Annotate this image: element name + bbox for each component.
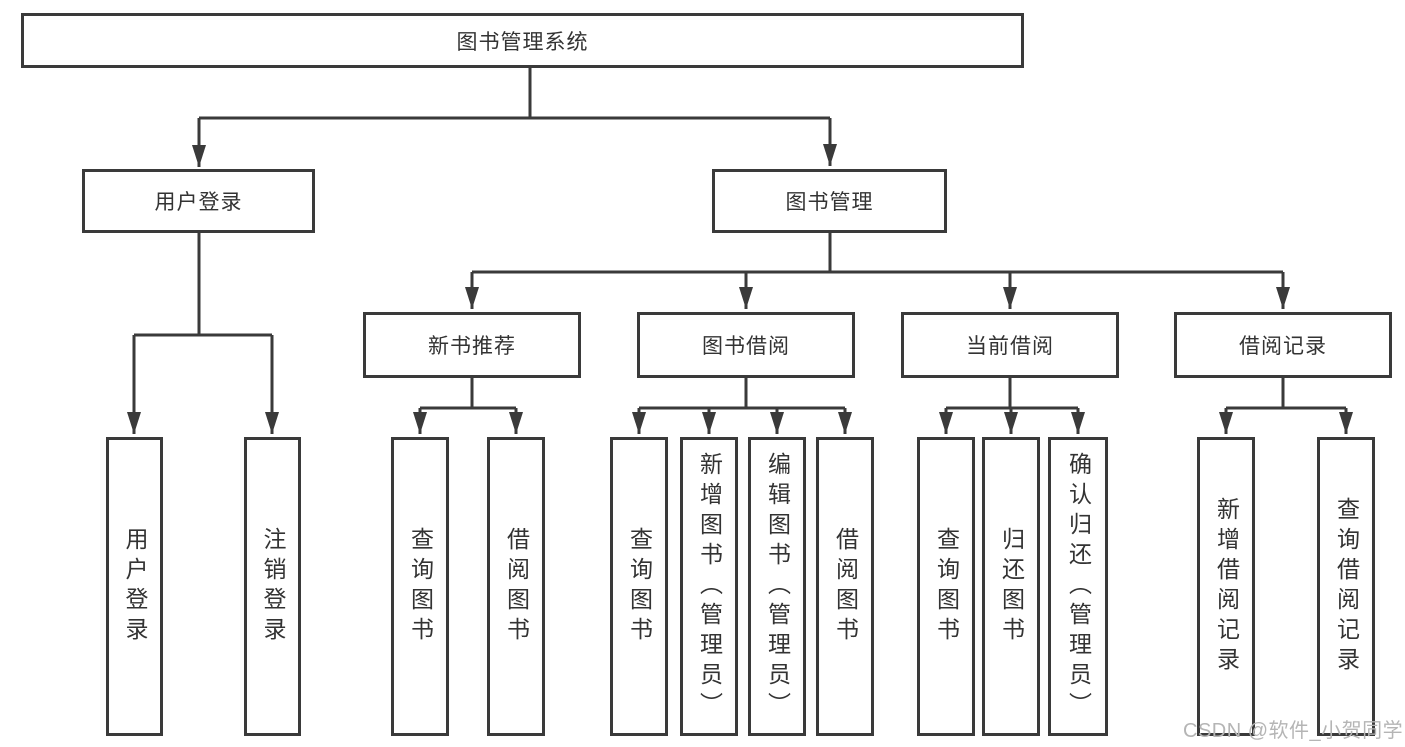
node-current-borrowing-label: 当前借阅 <box>966 335 1054 358</box>
leaf-bb-add-books-admin-label: 新增图书（管理员） <box>696 451 723 722</box>
leaf-br-add-record: 新增借阅记录 <box>1197 437 1255 736</box>
node-user-login-label: 用户登录 <box>154 191 243 214</box>
node-borrowing-records: 借阅记录 <box>1174 312 1392 378</box>
leaf-bb-add-books-admin: 新增图书（管理员） <box>680 437 738 736</box>
node-current-borrowing: 当前借阅 <box>901 312 1119 378</box>
leaf-bb-borrow-books: 借阅图书 <box>816 437 874 736</box>
leaf-nb-borrow-books: 借阅图书 <box>487 437 545 736</box>
csdn-watermark: CSDN @软件_小贺同学 <box>1183 720 1404 742</box>
leaf-user-login: 用户登录 <box>106 437 163 736</box>
leaf-br-add-record-label: 新增借阅记录 <box>1213 496 1240 677</box>
leaf-nb-query-books: 查询图书 <box>391 437 449 736</box>
node-book-management: 图书管理 <box>712 169 947 233</box>
leaf-cb-confirm-return-admin: 确认归还（管理员） <box>1048 437 1108 736</box>
leaf-cb-return-books-label: 归还图书 <box>998 526 1025 647</box>
node-user-login: 用户登录 <box>82 169 315 233</box>
node-book-management-label: 图书管理 <box>785 191 874 214</box>
leaf-nb-borrow-books-label: 借阅图书 <box>503 526 530 647</box>
leaf-bb-query-books-label: 查询图书 <box>626 526 653 647</box>
node-book-borrowing: 图书借阅 <box>637 312 855 378</box>
leaf-cb-return-books: 归还图书 <box>982 437 1040 736</box>
node-new-book-recommend: 新书推荐 <box>363 312 581 378</box>
leaf-cb-query-books: 查询图书 <box>917 437 975 736</box>
leaf-cb-confirm-return-admin-label: 确认归还（管理员） <box>1065 451 1092 722</box>
leaf-br-query-record: 查询借阅记录 <box>1317 437 1375 736</box>
leaf-logout: 注销登录 <box>244 437 301 736</box>
leaf-br-query-record-label: 查询借阅记录 <box>1333 496 1360 677</box>
leaf-user-login-label: 用户登录 <box>122 526 148 647</box>
node-root-label: 图书管理系统 <box>456 30 589 54</box>
node-new-book-recommend-label: 新书推荐 <box>428 335 516 358</box>
leaf-nb-query-books-label: 查询图书 <box>407 526 434 647</box>
leaf-bb-query-books: 查询图书 <box>610 437 668 736</box>
node-borrowing-records-label: 借阅记录 <box>1239 335 1327 358</box>
leaf-bb-borrow-books-label: 借阅图书 <box>832 526 859 647</box>
leaf-logout-label: 注销登录 <box>260 526 286 647</box>
node-book-borrowing-label: 图书借阅 <box>702 335 790 358</box>
leaf-bb-edit-books-admin: 编辑图书（管理员） <box>748 437 806 736</box>
node-root: 图书管理系统 <box>21 13 1024 68</box>
leaf-cb-query-books-label: 查询图书 <box>933 526 960 647</box>
leaf-bb-edit-books-admin-label: 编辑图书（管理员） <box>764 451 791 722</box>
